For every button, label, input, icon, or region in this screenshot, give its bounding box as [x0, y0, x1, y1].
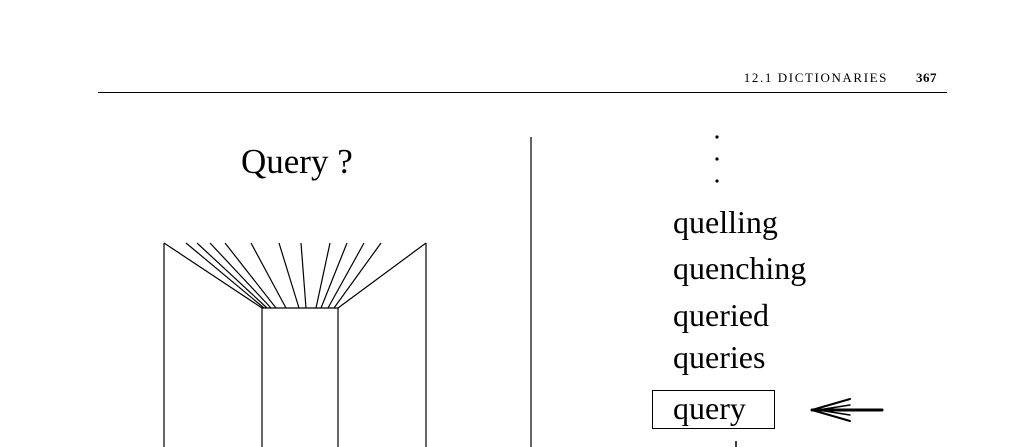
- book-page-line: [278, 242, 300, 309]
- book-page-line: [209, 242, 272, 309]
- ellipsis-dot: [715, 135, 719, 139]
- dictionary-word: queries: [673, 339, 766, 375]
- dictionary-word: quelling: [673, 204, 778, 240]
- book-page-line: [315, 242, 331, 309]
- page-number: 367: [916, 70, 937, 85]
- book-page-line: [250, 242, 287, 309]
- header-rule: [98, 92, 947, 93]
- running-header: 12.1 DICTIONARIES 367: [744, 70, 937, 86]
- book-page-line: [196, 242, 268, 309]
- book-left-cover-top: [163, 242, 263, 309]
- book-page-line: [224, 242, 277, 309]
- arrow-head-inner-lower: [817, 409, 851, 416]
- book-page-line: [300, 242, 307, 309]
- dictionary-word: quenching: [673, 250, 807, 286]
- arrow-left-icon: [810, 398, 884, 422]
- dictionary-word: queried: [673, 297, 769, 333]
- book-page-line: [333, 242, 382, 309]
- arrow-head-upper: [811, 398, 851, 411]
- ellipsis-dot: [715, 157, 719, 161]
- book-page-line: [327, 242, 365, 309]
- matched-word-box: query: [652, 390, 775, 429]
- arrow-head-inner-upper: [817, 404, 851, 411]
- vertical-ellipsis: [715, 135, 719, 183]
- section-title: 12.1 DICTIONARIES: [743, 70, 888, 85]
- ellipsis-dot: [715, 179, 719, 183]
- book-right-cover-top: [337, 242, 427, 309]
- query-caption: Query ?: [241, 142, 353, 181]
- open-book-icon: [163, 242, 427, 447]
- arrow-head-lower: [811, 409, 851, 422]
- book-page-line: [185, 242, 265, 309]
- matched-word: query: [673, 390, 746, 426]
- book-page-line: [320, 242, 348, 309]
